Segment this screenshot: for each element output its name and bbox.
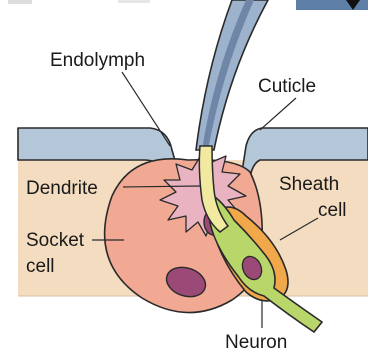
label-dendrite: Dendrite <box>26 178 98 199</box>
label-sheath-line1: Sheath <box>279 174 339 195</box>
top-mark <box>118 0 150 3</box>
top-left-mark <box>8 0 32 4</box>
label-neuron: Neuron <box>225 332 287 353</box>
label-socket-line1: Socket <box>26 230 85 251</box>
label-socket-line2: cell <box>26 256 55 277</box>
label-endolymph: Endolymph <box>50 50 145 71</box>
label-cuticle: Cuticle <box>258 76 316 97</box>
leader-cuticle <box>260 98 296 130</box>
label-sheath-line2: cell <box>318 200 347 221</box>
